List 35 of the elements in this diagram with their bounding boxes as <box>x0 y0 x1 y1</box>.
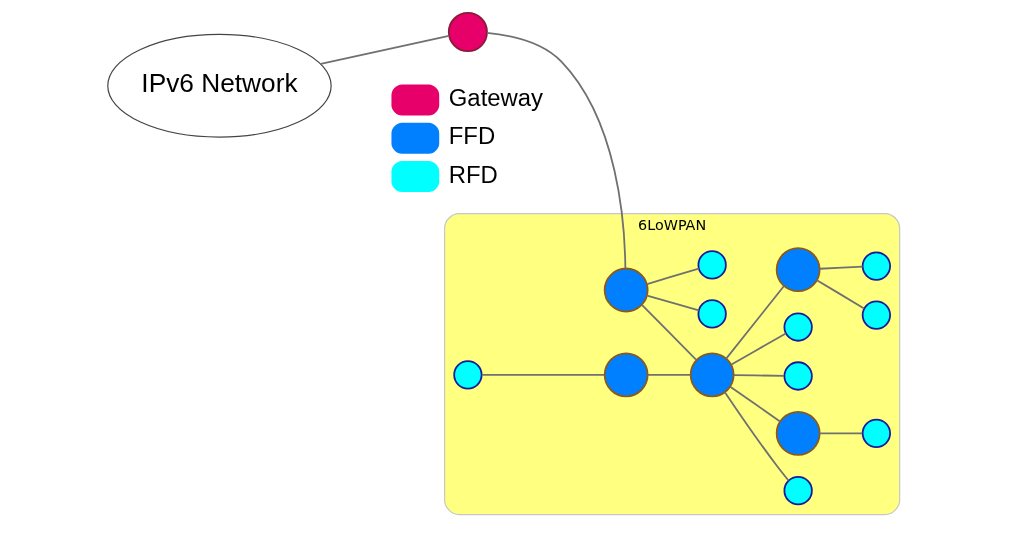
connector <box>815 279 865 310</box>
connector <box>480 373 605 376</box>
legend-label: FFD <box>448 122 495 150</box>
legend-label: Gateway <box>448 84 543 112</box>
node-circle <box>861 418 891 448</box>
node-circle <box>783 361 813 391</box>
cluster: 6LoWPAN <box>443 212 900 516</box>
connector <box>723 391 789 482</box>
connector <box>818 432 863 435</box>
connector <box>319 35 450 65</box>
node-circle <box>603 267 649 313</box>
node-circle <box>783 312 813 342</box>
node-circle <box>697 299 727 329</box>
node-circle <box>447 12 488 52</box>
connector <box>645 267 700 285</box>
connector <box>728 385 781 423</box>
connector <box>645 294 700 312</box>
node-circle <box>689 352 735 398</box>
connector <box>485 32 626 270</box>
connector <box>818 265 864 270</box>
node-circle <box>775 410 821 456</box>
node-circle <box>452 360 483 390</box>
legend-label: RFD <box>448 160 498 188</box>
node-circle <box>775 247 821 293</box>
connector <box>725 285 785 360</box>
node-circle <box>861 251 891 281</box>
connector <box>640 303 697 361</box>
node-circle <box>603 352 649 398</box>
connector <box>732 374 785 377</box>
node-circle <box>861 300 891 330</box>
connector <box>730 332 787 366</box>
connector <box>646 373 691 376</box>
node-ellipse: IPv6 Network <box>106 33 332 138</box>
node-circle <box>697 250 727 280</box>
node-circle <box>783 476 813 506</box>
